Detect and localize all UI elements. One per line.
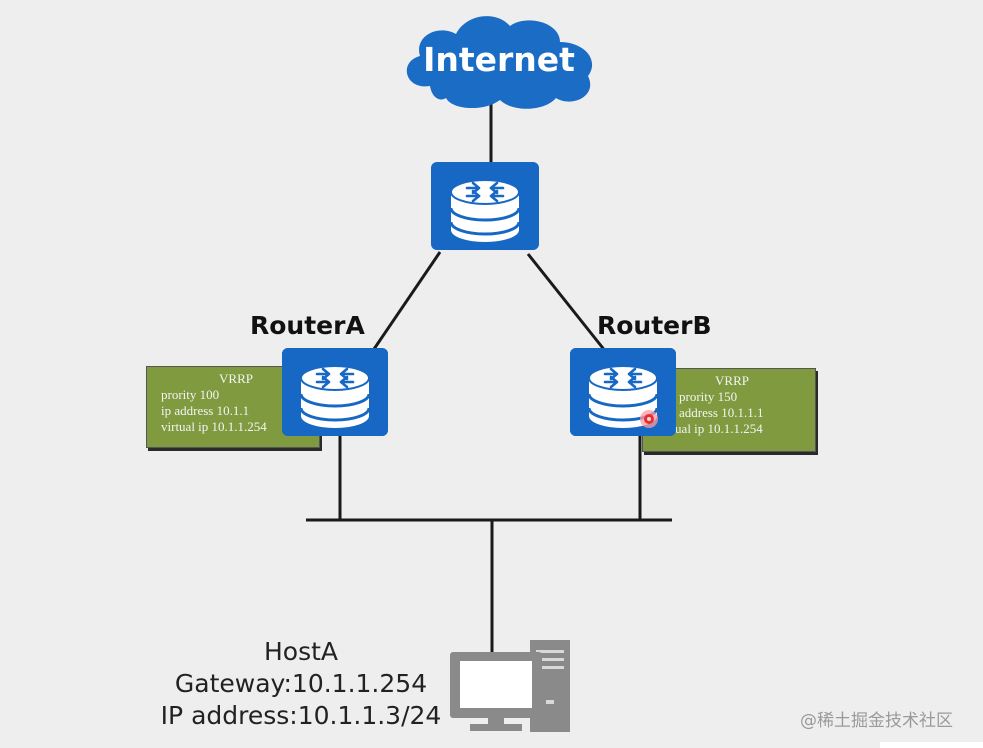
core-router-icon xyxy=(431,162,539,250)
bottom-edge-strip xyxy=(880,742,983,748)
host-name: HostA xyxy=(263,637,339,666)
vrrp-config-router-a: VRRP prority 100 ip address 10.1.1 virtu… xyxy=(146,366,320,448)
router-b-label: RouterB xyxy=(597,311,712,340)
vrrp-a-header: VRRP xyxy=(219,371,253,386)
vrrp-a-virtual-ip: virtual ip 10.1.1.254 xyxy=(161,419,267,434)
cloud-icon xyxy=(406,16,593,109)
vrrp-config-router-b: VRRP prority 150 address 10.1.1.1 virtua… xyxy=(642,368,816,452)
link-core-routera xyxy=(370,251,442,353)
host-ip-address: IP address:10.1.1.3/24 xyxy=(160,701,442,730)
network-links xyxy=(306,100,672,652)
vrrp-b-header: VRRP xyxy=(715,373,749,388)
internet-label: Internet xyxy=(423,40,575,79)
desktop-computer-icon xyxy=(450,640,570,732)
watermark-text: @稀土掘金技术社区 xyxy=(800,711,953,731)
vrrp-a-ip-address: ip address 10.1.1 xyxy=(161,403,250,418)
link-core-routerb xyxy=(526,253,608,353)
vrrp-a-priority: prority 100 xyxy=(161,387,220,402)
router-a-label: RouterA xyxy=(250,311,365,340)
vrrp-b-virtual-ip: virtual ip 10.1.1.254 xyxy=(657,421,763,436)
vrrp-b-priority: prority 150 xyxy=(679,389,738,404)
vrrp-b-ip-address: address 10.1.1.1 xyxy=(679,405,764,420)
host-gateway: Gateway:10.1.1.254 xyxy=(174,669,428,698)
